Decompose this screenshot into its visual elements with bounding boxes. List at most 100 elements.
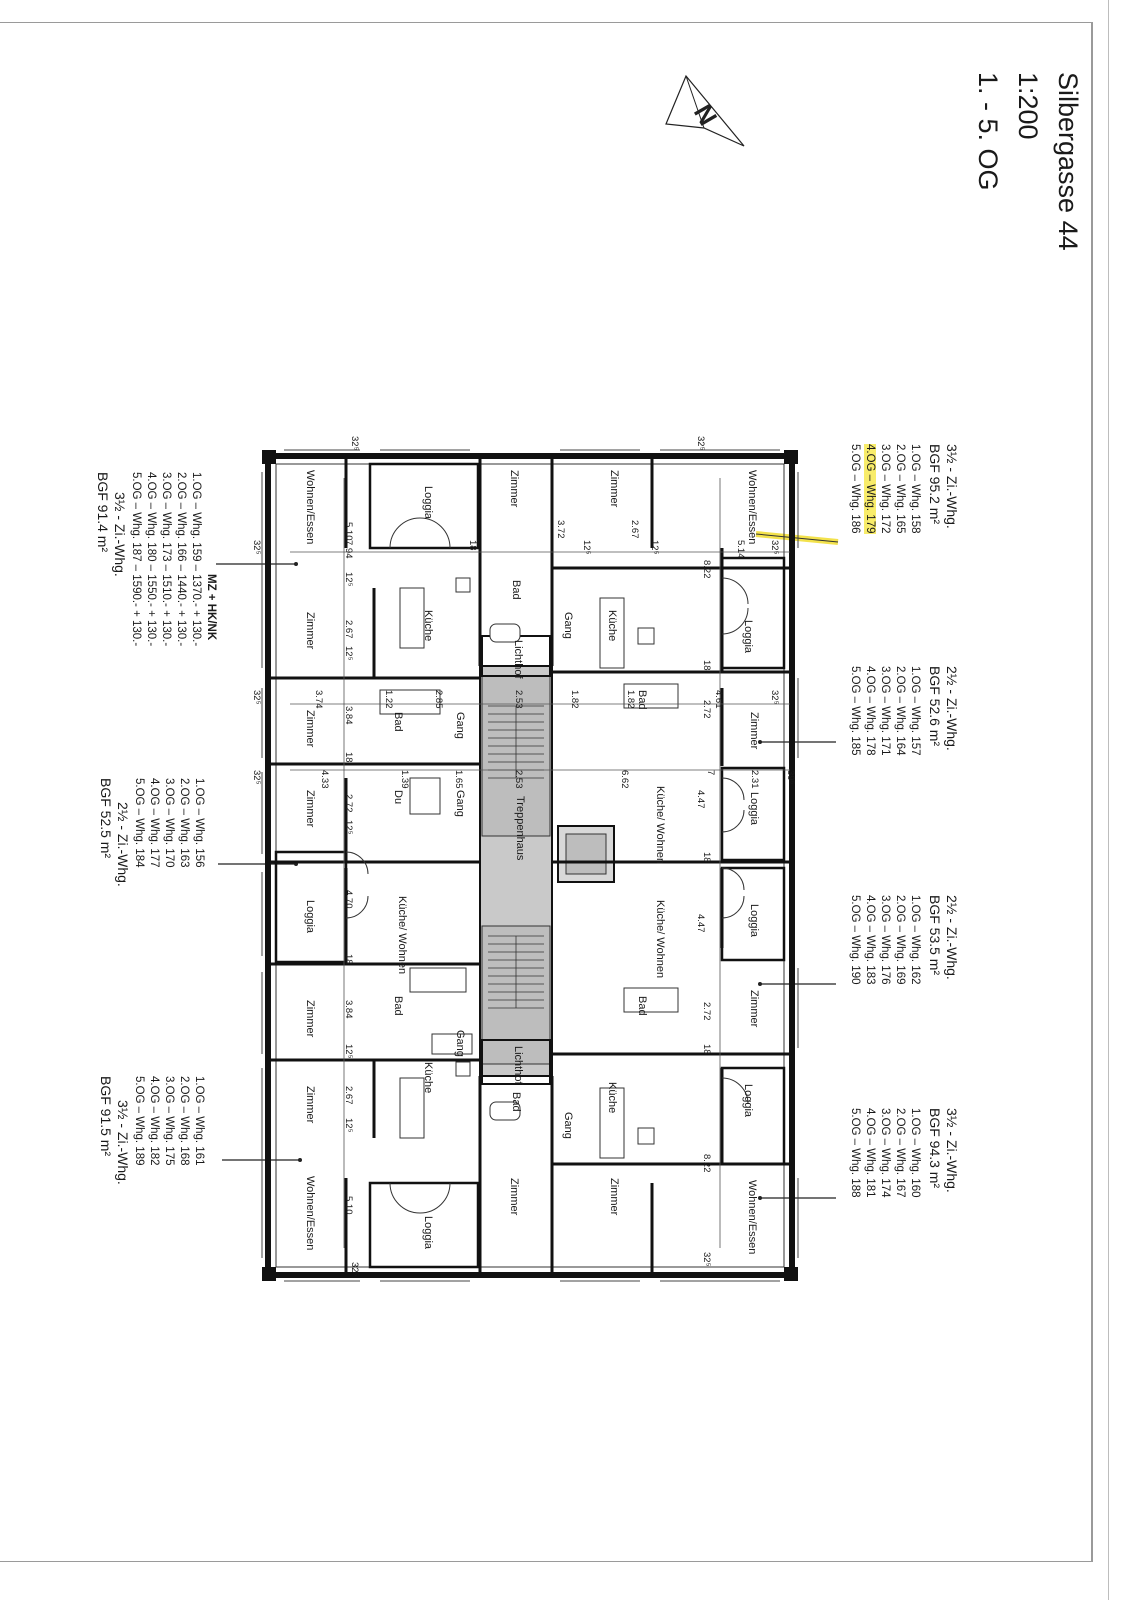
unit-line: 1.OG – Whg. 157 <box>909 666 921 756</box>
room-label-loggia: Loggia <box>304 900 316 934</box>
dim-label: 2.53 <box>513 770 524 789</box>
room-label-bad: Bad <box>392 996 404 1016</box>
dim-label: 32⁵ <box>701 1252 712 1267</box>
dim-label: 3.84 <box>343 706 354 725</box>
room-label-kueche-wohnen: Küche/ Wohnen <box>654 786 666 865</box>
room-label-zimmer: Zimmer <box>304 1086 316 1124</box>
unit-line: 1.OG – Whg. 160 <box>909 1108 921 1198</box>
scale-label: 1:200 <box>1013 72 1043 140</box>
dim-label: 12⁵ <box>649 540 660 555</box>
unit-line: 2.OG – Whg. 167 <box>894 1108 906 1198</box>
unit-line: 3.OG – Whg. 174 <box>879 1108 891 1198</box>
room-label-zimmer: Zimmer <box>304 612 316 650</box>
dim-label: 5.14 <box>735 540 746 559</box>
dim-label: 2.85 <box>433 690 444 709</box>
dim-label: 4.47 <box>695 790 706 809</box>
room-label-gang: Gang <box>562 612 574 639</box>
unit-line: 4.OG – Whg. 178 <box>864 666 876 756</box>
north-label: N <box>688 99 723 130</box>
dim-label: 12⁵ <box>581 540 592 555</box>
unit-line: 2.OG – Whg. 163 <box>178 778 190 868</box>
room-label-kueche: Küche <box>606 1082 618 1114</box>
unit-info-top-left: 3½ - Zi.-Whg. BGF 95.2 m² 1.OG – Whg. 15… <box>847 444 960 534</box>
dim-label: 12⁵ <box>343 572 354 587</box>
unit-info-top-mid: 2½ - Zi.-Whg. BGF 52.6 m² 1.OG – Whg. 15… <box>847 666 960 756</box>
dim-label: 32⁵ <box>251 770 262 785</box>
room-label-zimmer: Zimmer <box>304 1000 316 1038</box>
dim-label: 7 <box>705 770 716 776</box>
unit-line: 3.OG – Whg. 175 <box>163 1076 175 1166</box>
unit-title: 3½ - Zi.-Whg. <box>944 1108 960 1193</box>
dim-label: 7.94 <box>343 540 354 559</box>
unit-line: 5.OG – Whg. 186 <box>849 444 861 534</box>
dim-label: 1.82 <box>625 690 636 709</box>
room-label-lichthof: Lichthof <box>512 640 524 679</box>
room-label-bad: Bad <box>392 712 404 732</box>
dim-label: 18 <box>343 752 354 763</box>
dim-label: 2.67 <box>629 520 640 539</box>
unit-line: 3.OG – Whg. 176 <box>879 895 891 985</box>
room-label-gang: Gang <box>454 790 466 817</box>
dim-label: 18 <box>701 852 712 863</box>
dim-label: 2.67 <box>343 1086 354 1105</box>
unit-line: 3.OG – Whg. 173 – 1510.- + 130.- <box>160 472 172 647</box>
room-label-treppenhaus: Treppenhaus <box>514 796 526 861</box>
page-border-top <box>0 22 1092 23</box>
unit-info-top-right: 3½ - Zi.-Whg. BGF 94.3 m² 1.OG – Whg. 16… <box>847 1108 960 1198</box>
room-label-loggia: Loggia <box>742 1084 754 1118</box>
room-label-bad: Bad <box>636 996 648 1016</box>
room-label-bad: Bad <box>636 690 648 710</box>
dim-label: 18 <box>467 540 478 551</box>
dim-label: 18 <box>343 954 354 965</box>
dim-label: 2.67 <box>343 620 354 639</box>
unit-line: 4.OG – Whg. 177 <box>148 778 160 868</box>
dim-label: 12⁵ <box>343 1044 354 1059</box>
dim-label: 32⁵ <box>349 436 360 451</box>
unit-title: 2½ - Zi.-Whg. <box>115 802 131 887</box>
highlight-marker <box>755 531 839 545</box>
unit-line: 2.OG – Whg. 166 – 1440.- + 130.- <box>175 472 187 647</box>
unit-bgf: BGF 52.5 m² <box>98 778 114 859</box>
room-label-gang: Gang <box>454 712 466 739</box>
street-title: Silbergasse 44 <box>1053 72 1083 251</box>
unit-info-bottom-right: 1.OG – Whg. 161 2.OG – Whg. 168 3.OG – W… <box>93 1076 206 1185</box>
room-label-wohnen-essen: Wohnen/Essen <box>746 1180 758 1255</box>
dim-label: 32⁵ <box>251 690 262 705</box>
dim-label: 1.22 <box>383 690 394 709</box>
unit-line: 5.OG – Whg. 188 <box>849 1108 861 1198</box>
room-label-bad: Bad <box>510 1092 522 1112</box>
unit-line: 3.OG – Whg. 171 <box>879 666 891 756</box>
room-label-lichthof: Lichthof <box>512 1046 524 1085</box>
unit-title: 3½ - Zi.-Whg. <box>944 444 960 529</box>
room-label-zimmer: Zimmer <box>748 712 760 750</box>
unit-bgf: BGF 91.5 m² <box>98 1076 114 1157</box>
dim-label: 2.72 <box>701 1002 712 1021</box>
unit-line: 5.OG – Whg. 190 <box>849 895 861 985</box>
unit-title: 3½ - Zi.-Whg. <box>112 492 128 577</box>
dim-label: 1.39 <box>399 770 410 789</box>
dim-label: 3.84 <box>343 1000 354 1019</box>
room-label-wohnen-essen: Wohnen/Essen <box>304 470 316 545</box>
dim-label: 3.72 <box>555 520 566 539</box>
room-label-zimmer: Zimmer <box>304 710 316 748</box>
dim-label: 5.10 <box>343 1196 354 1215</box>
unit-line: 2.OG – Whg. 168 <box>178 1076 190 1166</box>
unit-info-top-mid2: 2½ - Zi.-Whg. BGF 53.5 m² 1.OG – Whg. 16… <box>847 895 960 985</box>
unit-line: 5.OG – Whg. 184 <box>133 778 145 868</box>
room-label-kueche: Küche <box>606 610 618 642</box>
unit-line: 5.OG – Whg. 189 <box>133 1076 145 1166</box>
dim-label: 2.72 <box>343 794 354 813</box>
room-label-zimmer: Zimmer <box>608 1178 620 1216</box>
dim-label: 4.33 <box>319 770 330 789</box>
dim-label: 32⁵ <box>251 540 262 555</box>
dim-label: 18 <box>701 1044 712 1055</box>
room-label-zimmer: Zimmer <box>304 790 316 828</box>
room-label-kueche-wohnen: Küche/ Wohnen <box>396 896 408 975</box>
unit-bgf: BGF 95.2 m² <box>927 444 943 525</box>
unit-line: 2.OG – Whg. 169 <box>894 895 906 985</box>
dim-label: 2.31 <box>749 770 760 789</box>
dim-label: 18 <box>701 660 712 671</box>
dim-label: 3.74 <box>313 690 324 709</box>
unit-line: 2.OG – Whg. 164 <box>894 666 906 756</box>
unit-title: 2½ - Zi.-Whg. <box>944 895 960 980</box>
